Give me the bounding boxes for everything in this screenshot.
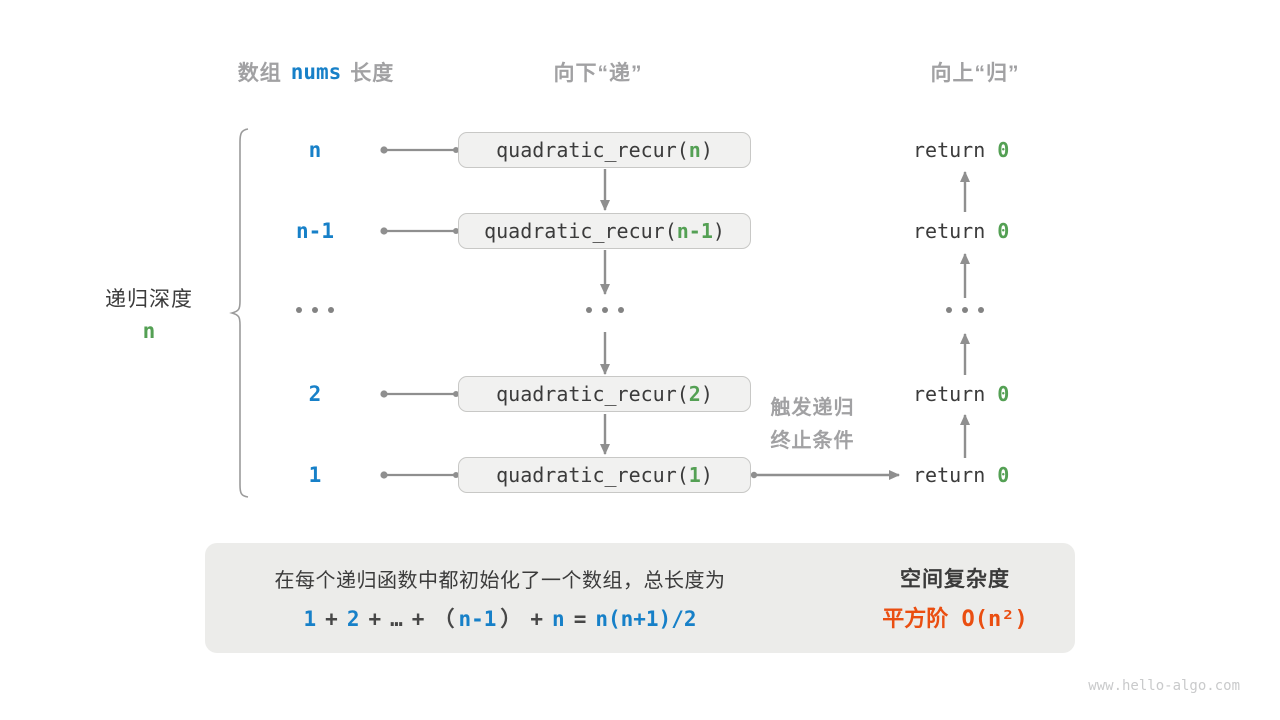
header-return-up: 向上“归” (930, 62, 1020, 85)
trigger-note-line1: 触发递归 (770, 397, 855, 419)
formula-term: n-1 (458, 607, 497, 631)
header-array-length-part2: 长度 (350, 62, 395, 85)
return-value: 0 (997, 463, 1010, 487)
summary-formula: 1 + 2 + … + （ n-1 ） + n = n(n+1)/2 (220, 603, 780, 633)
formula-term: n (552, 607, 565, 631)
call-arg: n-1 (676, 219, 713, 243)
call-text-close: ) (700, 463, 713, 487)
ellipsis-middle-icon (560, 304, 650, 316)
formula-operator: + (368, 607, 382, 631)
formula-paren: ） (500, 607, 522, 631)
trigger-termination-note: 触发递归 终止条件 (745, 392, 880, 458)
formula-term: 2 (346, 607, 360, 631)
call-text: quadratic_recur( (496, 382, 689, 406)
call-box-n-1: quadratic_recur(n-1) (458, 213, 751, 249)
header-array-length-part1: 数组 (237, 62, 282, 85)
formula-operator: + (325, 607, 338, 631)
header-recurse-down: 向下“递” (553, 62, 643, 85)
call-text-close: ) (712, 219, 725, 243)
return-statement-n: return 0 (913, 132, 1043, 168)
recursion-depth-value: n (142, 319, 156, 343)
length-label-1: 1 (308, 463, 322, 487)
call-box-1: quadratic_recur(1) (458, 457, 751, 493)
call-text: quadratic_recur( (484, 219, 677, 243)
length-label-n: n (308, 138, 322, 162)
return-value: 0 (997, 219, 1010, 243)
label-connector-lines (380, 146, 459, 479)
recursion-depth-label: 递归深度 (105, 288, 193, 311)
ellipsis-left-icon (270, 304, 360, 316)
return-statement-1: return 0 (913, 457, 1043, 493)
space-complexity-value: 平方阶 O(n²) (882, 607, 1028, 632)
return-statement-n-1: return 0 (913, 213, 1043, 249)
length-label-2: 2 (308, 382, 322, 406)
return-value: 0 (997, 138, 1010, 162)
call-arg: n (688, 138, 701, 162)
call-text-close: ) (700, 138, 713, 162)
summary-box: 在每个递归函数中都初始化了一个数组，总长度为 1 + 2 + … + （ n-1… (205, 543, 1075, 653)
formula-term: 1 (303, 607, 317, 631)
return-statement-2: return 0 (913, 376, 1043, 412)
terminate-arrow (750, 470, 900, 480)
return-keyword: return (913, 219, 998, 243)
header-nums-code: nums (290, 60, 342, 84)
call-arg: 2 (688, 382, 701, 406)
ellipsis-right-icon (920, 304, 1010, 316)
trigger-note-line2: 终止条件 (770, 430, 855, 452)
call-text-close: ) (700, 382, 713, 406)
return-keyword: return (913, 382, 998, 406)
formula-equals: = (573, 607, 587, 631)
return-keyword: return (913, 463, 998, 487)
call-text: quadratic_recur( (496, 138, 689, 162)
return-keyword: return (913, 138, 998, 162)
summary-description: 在每个递归函数中都初始化了一个数组，总长度为 (274, 570, 726, 592)
recursion-depth-brace-icon (229, 128, 249, 498)
site-watermark: www.hello-algo.com (1088, 678, 1240, 694)
call-box-n: quadratic_recur(n) (458, 132, 751, 168)
call-text: quadratic_recur( (496, 463, 689, 487)
return-value: 0 (997, 382, 1010, 406)
space-complexity-title: 空间复杂度 (900, 568, 1010, 591)
formula-result: n(n+1)/2 (595, 607, 697, 631)
length-label-n-1: n-1 (296, 219, 334, 243)
call-arg: 1 (688, 463, 701, 487)
formula-operator: + (530, 607, 544, 631)
header-array-length: 数组 nums 长度 (216, 59, 416, 85)
formula-operator: + (411, 607, 425, 631)
formula-paren: （ (433, 607, 455, 631)
call-box-2: quadratic_recur(2) (458, 376, 751, 412)
formula-ellipsis: … (390, 607, 403, 631)
